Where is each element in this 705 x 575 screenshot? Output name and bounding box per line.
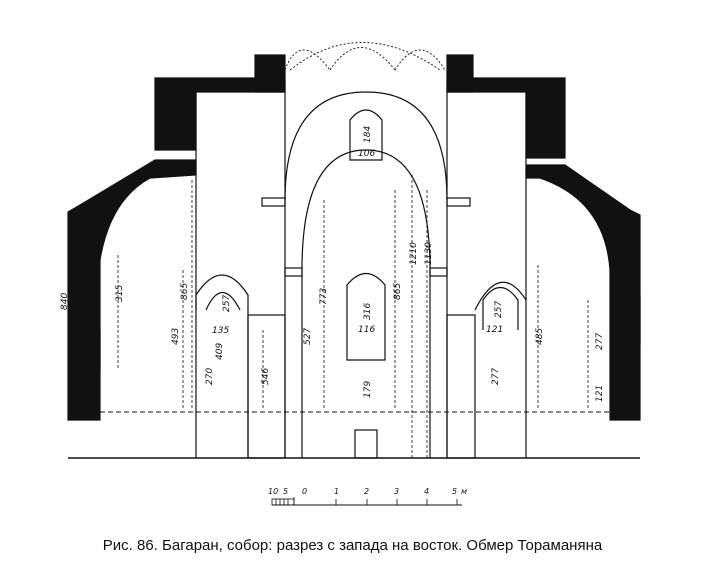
scale-label-5: 5 [452, 487, 457, 496]
figure-caption: Рис. 86. Багаран, собор: разрез с запада… [102, 537, 603, 554]
dim-121-right-arcade: 121 [486, 325, 503, 335]
left-cornice [154, 77, 286, 151]
dim-left-87: 87 [90, 348, 100, 360]
scale-unit: м [461, 487, 467, 496]
scale-label-0: 0 [302, 487, 307, 496]
dim-316: 316 [363, 303, 373, 320]
top-window [349, 109, 383, 161]
dim-270: 270 [205, 368, 215, 385]
dim-257-left: 257 [222, 295, 232, 312]
middle-window [346, 272, 386, 361]
dimension-labels: 840 252 315 87 865 493 257 135 409 270 5… [60, 126, 637, 402]
central-outer-arch [284, 91, 448, 201]
right-cornice [446, 77, 566, 159]
dim-277-apse: 277 [595, 333, 605, 350]
left-niche [79, 329, 101, 371]
dim-773: 773 [319, 288, 329, 305]
dim-1130: 1130 [424, 242, 434, 265]
dim-left-252: 252 [90, 285, 100, 302]
scale-label-10: 10 [268, 487, 278, 496]
dim-106: 106 [358, 149, 375, 159]
dim-left-840: 840 [60, 293, 70, 310]
dim-485: 485 [535, 328, 545, 345]
dim-121-apse: 121 [595, 385, 605, 402]
dome-ribs [284, 42, 446, 71]
dim-277-right-arcade: 277 [491, 368, 501, 385]
scale-label-4: 4 [424, 487, 429, 496]
scale-label-2: 2 [364, 487, 369, 496]
right-niche [617, 294, 641, 346]
right-arcade-arch [474, 281, 527, 311]
dim-116: 116 [358, 325, 375, 335]
dim-865-center: 865 [393, 283, 403, 300]
left-arcade-arch [195, 274, 249, 458]
left-column [247, 314, 286, 459]
dim-409: 409 [215, 343, 225, 360]
central-inner-arch [301, 149, 431, 271]
dim-179: 179 [363, 381, 373, 398]
left-impost [261, 197, 286, 207]
door [354, 429, 378, 459]
right-column [446, 314, 476, 459]
dim-257-right: 257 [494, 301, 504, 318]
right-outer-wall [525, 164, 641, 421]
dim-left-315: 315 [115, 285, 125, 302]
left-outer-wall [67, 159, 197, 421]
dim-527: 527 [303, 328, 313, 345]
dim-522: 522 [627, 268, 637, 285]
dim-1210: 1210 [409, 242, 419, 265]
scale-label-1: 1 [334, 487, 339, 496]
scale-bar: 10 5 0 1 2 3 4 5 м [268, 487, 467, 506]
dim-225: 225 [622, 328, 632, 345]
scale-label-3: 3 [394, 487, 399, 496]
scale-label-5a: 5 [283, 487, 288, 496]
dim-493: 493 [171, 328, 181, 345]
dim-135: 135 [212, 326, 229, 336]
dim-865-left: 865 [180, 283, 190, 300]
dim-546: 546 [261, 368, 271, 385]
dim-184: 184 [363, 126, 373, 143]
right-impost [446, 197, 471, 207]
